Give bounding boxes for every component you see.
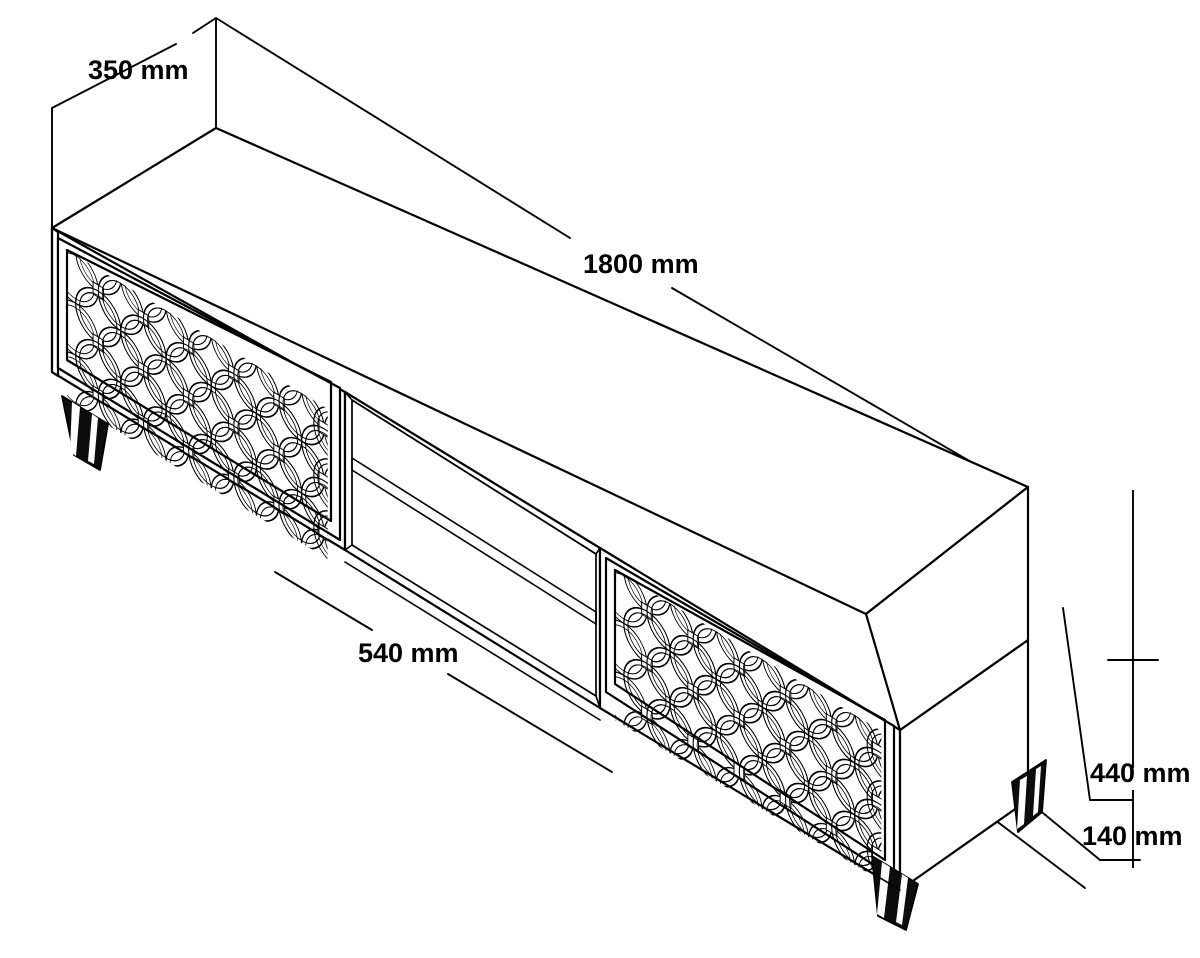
right-corner-edge — [865, 613, 901, 731]
shelf-left-return-top — [344, 391, 353, 401]
dimension-440mm: 440 mm — [1062, 490, 1191, 801]
leg-front-right — [871, 855, 919, 931]
dim-540-label: 540 mm — [358, 638, 459, 668]
leg-front-left-highlight-1 — [70, 402, 80, 456]
shelf-divider-bottom — [351, 469, 597, 625]
open-shelf-interior — [344, 391, 601, 721]
dim-140-label: 140 mm — [1082, 821, 1183, 851]
leg-front-left — [61, 395, 109, 471]
dimension-350mm: 350 mm — [51, 17, 217, 228]
shelf-left-return-bottom — [344, 544, 353, 551]
shelf-bottom-edge-2 — [344, 561, 601, 721]
leg-back-right-highlight-2 — [1033, 766, 1041, 816]
leg-front-left-highlight-2 — [88, 414, 98, 464]
leg-front-right-highlight-1 — [877, 862, 890, 918]
dim-440-label: 440 mm — [1090, 758, 1191, 788]
dim-540-line-upper — [274, 571, 373, 631]
decorative-door-left[interactable] — [53, 212, 630, 772]
shelf-inner-top-edge — [351, 399, 597, 555]
dimension-540mm: 540 mm — [274, 571, 613, 773]
dim-1800-line-left — [215, 17, 571, 239]
dim-140-leader-bottom — [994, 819, 1086, 889]
bottom-rail-right — [599, 707, 901, 891]
shelf-right-return-top — [595, 547, 601, 555]
leg-back-right — [1011, 759, 1047, 833]
left-door-frame-outline — [56, 236, 342, 542]
dim-440-leader — [1062, 607, 1091, 801]
leg-front-right-highlight-2 — [896, 874, 908, 925]
bottom-rail-left — [51, 371, 346, 551]
right-door-frame-overlay — [613, 568, 887, 862]
dim-350-line-lower — [51, 43, 177, 109]
shelf-right-return-bottom — [595, 695, 601, 709]
left-door-frame-overlay — [65, 248, 333, 523]
dim-350-label: 350 mm — [88, 55, 189, 85]
dim-350-line-upper — [192, 17, 217, 34]
dim-1800-label: 1800 mm — [583, 249, 699, 279]
leg-back-right-highlight-1 — [1017, 776, 1027, 829]
dim-540-line-lower — [447, 673, 613, 773]
shelf-divider-top — [351, 457, 597, 613]
shelf-bottom-edge — [344, 549, 601, 709]
